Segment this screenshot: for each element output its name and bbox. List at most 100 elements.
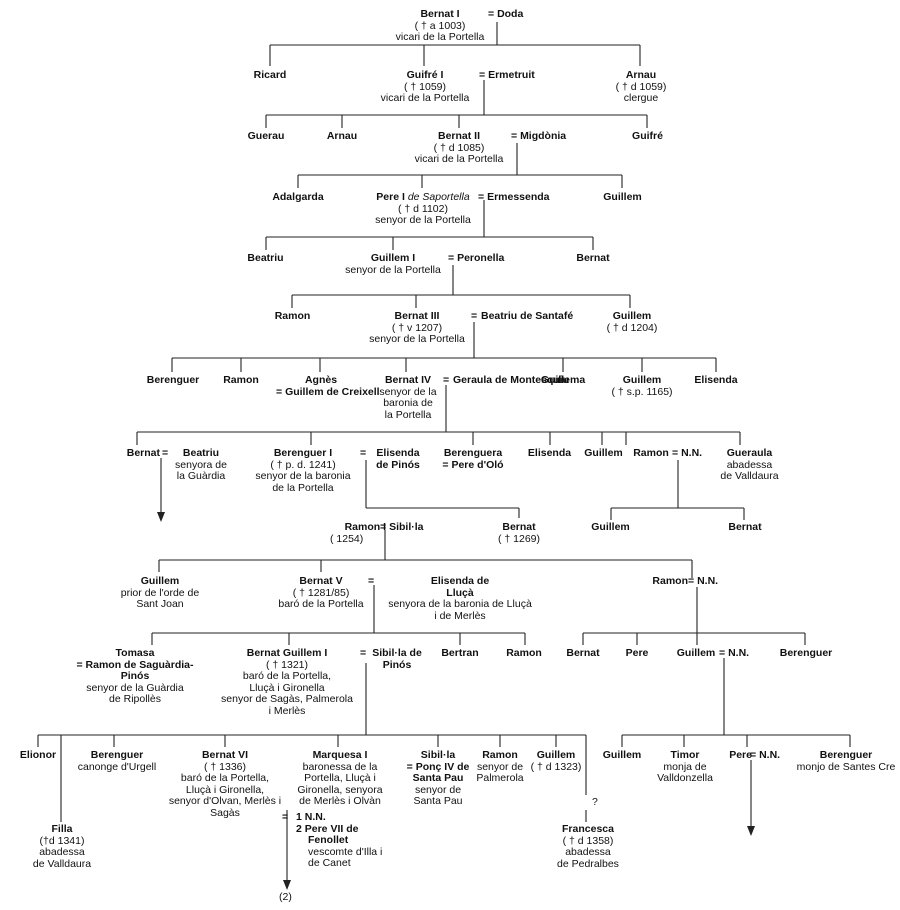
person-title: baronessa de la [302, 760, 378, 773]
spouse-name: Elisenda de [430, 575, 490, 587]
person-title: la Portella [384, 408, 432, 421]
spouse-title: la Guàrdia [176, 470, 226, 482]
person-name: Bernat III [394, 310, 440, 322]
spouse-title: senyor de [414, 783, 462, 796]
person-name: Agnès [304, 374, 338, 386]
spouse-nn-2: = N.N. [688, 575, 719, 587]
person-name: Ramon [482, 749, 518, 761]
person-name: Ramon [274, 310, 311, 322]
person-guillem-i: Guillem I senyor de la Portella [338, 252, 448, 276]
person-ricard: Ricard [240, 69, 300, 82]
person-name: Ramon I [344, 521, 386, 533]
person-bernat-ii: Bernat II ( † d 1085) vicari de la Porte… [404, 130, 514, 166]
spouse-name: Beatriu de Santafé [481, 310, 574, 322]
person-name: Ramon [652, 575, 688, 587]
person-name: Berenguer [146, 374, 200, 386]
spouse-name: Ermetruit [488, 69, 535, 81]
person-berenguera: Berenguera = Pere d'Oló [432, 447, 514, 471]
person-title: Sant Joan [136, 598, 184, 610]
person-name: Guillem I [370, 252, 416, 264]
person-name: Bernat IV [384, 374, 432, 386]
person-title: senyor de la Portella [345, 263, 441, 276]
person-title: Palmerola [476, 772, 524, 784]
person-sibilla: Sibil·la = Ponç IV de Santa Pau senyor d… [396, 749, 480, 808]
person-title: baró de la Portella, [180, 772, 270, 784]
spouse-1-name: 1 N.N. [296, 811, 326, 823]
spouse-name: N.N. [681, 447, 703, 459]
person-name: Guillem [676, 647, 716, 659]
person-bertran: Bertran [434, 647, 486, 660]
person-name: Guillem [591, 521, 630, 533]
person-ramon-3: Ramon [630, 447, 672, 460]
person-ramon-i: Ramon I ( 1254) [330, 521, 386, 545]
person-name: Guillem [536, 749, 576, 761]
person-name: Marquesa I [312, 749, 368, 761]
person-guillem: Guillem [595, 191, 650, 204]
person-tomasa: Tomasa = Ramon de Saguàrdia- Pinós senyo… [60, 647, 210, 706]
person-dates: ( † 1321) [265, 658, 309, 671]
person-name: Bernat [728, 521, 762, 533]
person-title: senyor de la baronia [255, 470, 351, 482]
person-guillem-9: Guillem [594, 749, 650, 762]
spouse-doda: = Doda [488, 8, 524, 20]
spouses-marquesa: 1 N.N. 2 Pere VII de Fenollet vescomte d… [296, 811, 396, 870]
person-guillem-3: Guillem ( † s.p. 1165) [600, 374, 684, 398]
spouse-ermetruit: = Ermetruit [479, 69, 535, 81]
person-dates: ( † 1269) [497, 532, 541, 545]
person-ramon: Ramon [265, 310, 320, 323]
person-bernat-v: Bernat V ( † 1281/85) baró de la Portell… [262, 575, 380, 611]
person-guillem-8: Guillem ( † d 1323) [528, 749, 584, 773]
spouse-name: N.N. [759, 749, 781, 761]
person-name: Francesca [562, 823, 614, 835]
person-name: Bernat [576, 252, 610, 264]
person-guillem-2: Guillem ( † d 1204) [592, 310, 672, 334]
spouse-sibilla: = Sibil·la [380, 521, 424, 533]
person-name: Bernat [126, 447, 160, 459]
person-name: Guillem [612, 310, 652, 322]
person-title: abadessa [726, 458, 773, 471]
person-name: Arnau [625, 69, 657, 81]
person-title: abadessa [565, 846, 611, 858]
person-adalgarda: Adalgarda [262, 191, 334, 204]
spouse-beatriu-de-santafe: = Beatriu de Santafé [471, 310, 574, 322]
person-title: baronia de [383, 397, 433, 409]
person-marquesa-i: Marquesa I baronessa de la Portella, Llu… [290, 749, 390, 808]
person-arnau-2: Arnau [312, 130, 372, 143]
person-title: baró de la Portella [278, 598, 364, 610]
spouse-title: i de Merlès [434, 609, 486, 622]
person-dates: ( † a 1003) [414, 19, 466, 32]
spouse-name: Migdònia [520, 130, 567, 142]
person-dates: ( † p. d. 1241) [270, 458, 336, 471]
person-berenguer: Berenguer [138, 374, 208, 387]
person-name: Guifré [632, 130, 663, 142]
person-bernat-guillem-i: Bernat Guillem I ( † 1321) baró de la Po… [212, 647, 362, 717]
person-name: Bernat II [437, 130, 480, 142]
person-title: Lluçà i Gironella, [185, 783, 265, 796]
person-bernat-5: Bernat [558, 647, 608, 660]
spouse-nn-4: = N.N. [750, 749, 781, 761]
person-bernat-vi: Bernat VI ( † 1336) baró de la Portella,… [162, 749, 288, 819]
person-title: de Valldaura [720, 470, 779, 482]
spouse-name: Beatriu [182, 447, 220, 459]
person-name: Filla [51, 823, 73, 835]
person-title: prior de l'orde de [120, 586, 200, 599]
person-title: senyor de [476, 760, 524, 773]
person-pere-i: Pere I de Saportella ( † d 1102) senyor … [358, 191, 488, 227]
spouse-name: Doda [497, 8, 524, 20]
arrow-down-icon [747, 826, 755, 836]
person-dates: ( † 1059) [403, 80, 447, 93]
person-dates: ( † d 1204) [606, 321, 658, 334]
arrow-down-icon [157, 512, 165, 522]
spouse-title: senyora de [175, 458, 227, 471]
person-title: vicari de la Portella [414, 153, 504, 165]
person-name: Guillem [622, 374, 662, 386]
arrow-down-icon [283, 880, 291, 890]
person-bernat-i: Bernat I ( † a 1003) vicari de la Portel… [380, 8, 500, 44]
spouse-2-name: 2 Pere VII de [296, 822, 359, 835]
person-dates: ( † 1281/85) [292, 586, 350, 599]
person-elisenda: Elisenda [688, 374, 744, 387]
person-name: Elionor [19, 749, 57, 761]
person-name: Ricard [253, 69, 287, 81]
person-name: Berenguer [90, 749, 144, 761]
person-name: Berenguera [443, 447, 503, 459]
